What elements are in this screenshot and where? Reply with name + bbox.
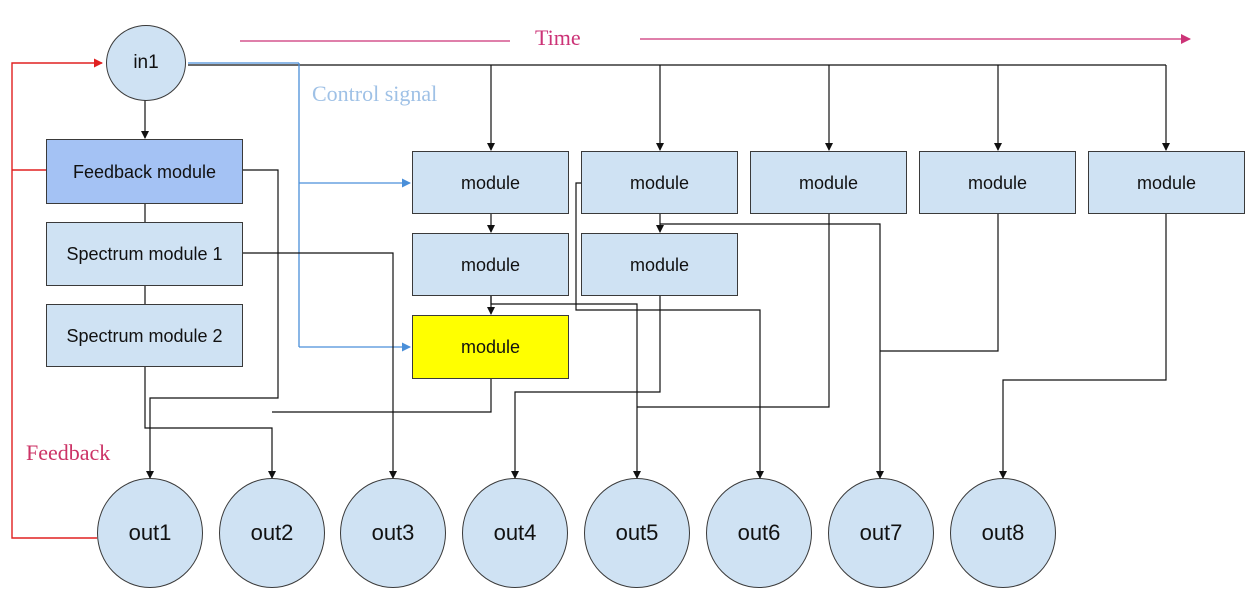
feedback-lines xyxy=(11,58,103,539)
feedback-module: Feedback module xyxy=(46,139,243,204)
spectrum-module-1-label: Spectrum module 1 xyxy=(66,244,223,264)
control-signal-label: Control signal xyxy=(312,81,438,106)
module-label: module xyxy=(460,172,521,193)
module-row2-col1: module xyxy=(412,233,569,296)
output-node-label: out8 xyxy=(981,520,1025,545)
output-node-label: out1 xyxy=(128,520,172,545)
output-node-out2: out2 xyxy=(219,478,325,588)
spectrum-module-2-label: Spectrum module 2 xyxy=(66,325,223,346)
input-node-label: in1 xyxy=(133,52,159,73)
module-row1-col5: module xyxy=(1088,151,1245,214)
module-label: module xyxy=(798,172,859,193)
feedback-module-label: Feedback module xyxy=(72,161,217,182)
module-row1-col4: module xyxy=(919,151,1076,214)
output-node-label: out2 xyxy=(250,520,294,545)
module-row1-col1: module xyxy=(412,151,569,214)
output-node-label: out4 xyxy=(493,520,537,545)
input-node-in1: in1 xyxy=(106,25,186,101)
output-node-out6: out6 xyxy=(706,478,812,588)
output-node-out3: out3 xyxy=(340,478,446,588)
module-row2-col2: module xyxy=(581,233,738,296)
module-row3-highlighted: module xyxy=(412,315,569,379)
output-node-out4: out4 xyxy=(462,478,568,588)
spectrum-module-1: Spectrum module 1 xyxy=(46,222,243,286)
output-node-label: out7 xyxy=(859,520,903,545)
output-node-label: out6 xyxy=(737,520,781,545)
module-label: module xyxy=(460,337,521,357)
output-node-out8: out8 xyxy=(950,478,1056,588)
output-node-out5: out5 xyxy=(584,478,690,588)
input-bus-lines xyxy=(141,64,1170,315)
control-signal-lines xyxy=(188,62,411,352)
module-label: module xyxy=(629,254,690,275)
time-arrow xyxy=(240,34,1191,44)
output-node-out7: out7 xyxy=(828,478,934,588)
module-label: module xyxy=(967,172,1028,193)
module-label: module xyxy=(1136,172,1197,193)
module-label: module xyxy=(629,172,690,193)
output-node-label: out3 xyxy=(371,520,415,545)
feedback-label: Feedback xyxy=(26,440,111,465)
module-row1-col3: module xyxy=(750,151,907,214)
module-row1-col2: module xyxy=(581,151,738,214)
spectrum-module-2: Spectrum module 2 xyxy=(46,304,243,367)
time-label: Time xyxy=(535,25,581,50)
module-label: module xyxy=(460,254,521,275)
output-node-out1: out1 xyxy=(97,478,203,588)
output-routing-lines xyxy=(144,169,1167,479)
output-node-label: out5 xyxy=(615,520,659,545)
